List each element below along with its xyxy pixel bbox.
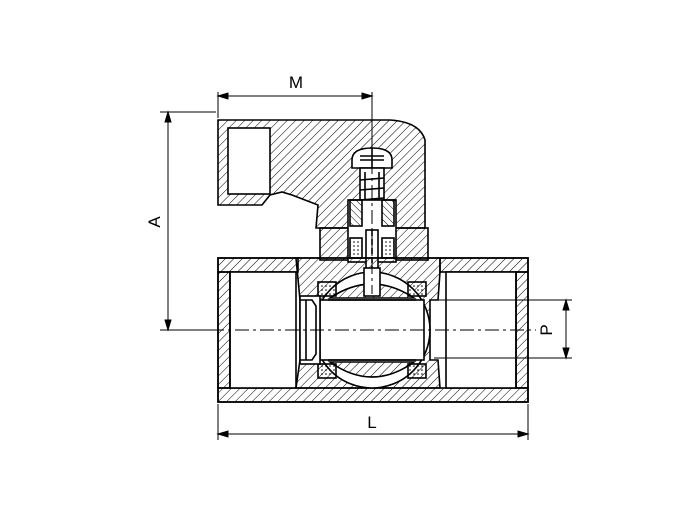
dimension-m [216, 92, 374, 148]
dimension-label-a: A [145, 216, 164, 228]
dimension-label-p: P [537, 324, 556, 335]
valve-ball [299, 267, 431, 389]
dimension-p [434, 298, 572, 360]
dimension-label-l: L [367, 413, 376, 432]
dimension-a [160, 110, 216, 332]
dimension-label-m: M [289, 73, 303, 92]
dimension-l [216, 404, 530, 440]
